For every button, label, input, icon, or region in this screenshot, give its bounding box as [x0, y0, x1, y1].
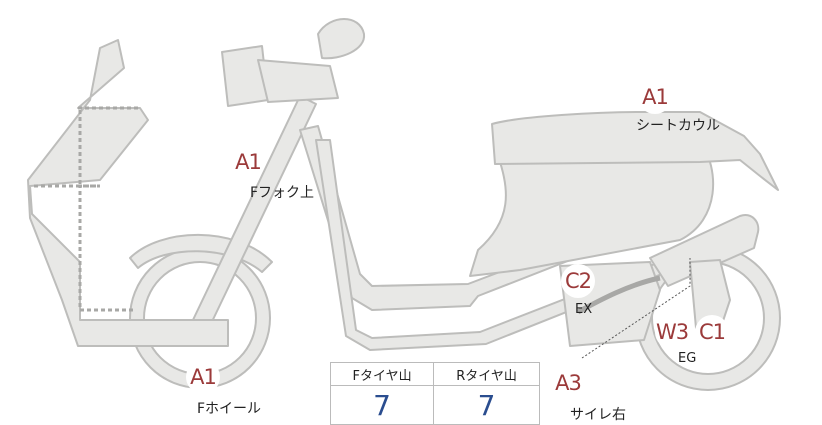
label-engine: EG: [678, 351, 697, 366]
exhaust-pipe: [576, 275, 661, 315]
label-front-wheel: Fホイール: [197, 401, 262, 417]
engine-cylinder: [649, 214, 760, 287]
label-front-fork: Fフォク上: [250, 185, 315, 201]
badge-front-fork: A1: [231, 145, 265, 179]
badge-exhaust: C2: [561, 264, 595, 298]
label-seat-cowl: シートカウル: [636, 118, 720, 134]
shield-dotted-line-2: [34, 184, 136, 312]
leader-line: [581, 258, 691, 359]
rear-tread-value: 7: [477, 388, 496, 422]
tire-tread-table: Fタイヤ山 Rタイヤ山 7 7: [330, 362, 540, 425]
seat-cowl: [491, 111, 779, 191]
seat-body: [469, 139, 715, 277]
badge-engine-c: C1: [695, 315, 729, 349]
badge-seat-cowl: A1: [638, 80, 672, 114]
badge-engine-w: W3: [655, 315, 689, 349]
badge-muffler-right: A3: [551, 366, 585, 400]
front-tread-value: 7: [330, 385, 435, 425]
badge-front-wheel: A1: [186, 360, 220, 394]
swingarm: [689, 259, 731, 331]
rear-tread-header: Rタイヤ山: [433, 362, 540, 386]
label-exhaust: EX: [575, 302, 593, 317]
label-muffler-right: サイレ右: [570, 407, 626, 423]
handlebar-cover: [257, 59, 339, 103]
mirror: [317, 18, 366, 60]
front-tread-header: Fタイヤ山: [330, 362, 435, 386]
